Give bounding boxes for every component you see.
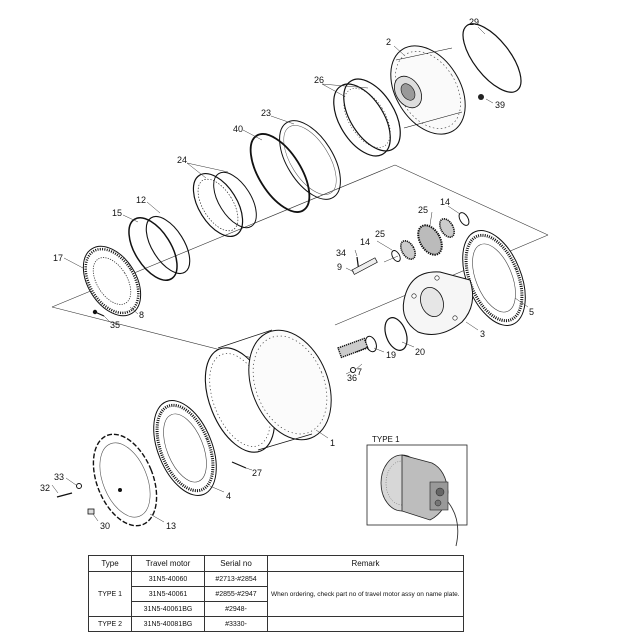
callout-33: 33 (54, 472, 64, 482)
callout-14-lower: 14 (360, 237, 370, 247)
callout-14-upper: 14 (440, 197, 450, 207)
table-row: TYPE 2 31N5-40081BG #3330- (88, 616, 464, 632)
part-36-ring[interactable] (350, 367, 356, 373)
part-27-pin[interactable] (231, 461, 247, 469)
callout-40: 40 (233, 124, 243, 134)
part-7-sun-gear[interactable] (337, 337, 369, 359)
cell-travel-motor: 31N5-40061BG (131, 601, 205, 617)
part-14-washer-b[interactable] (457, 211, 471, 227)
cell-travel-motor: 31N5-40061 (131, 586, 205, 602)
type1-inset[interactable]: TYPE 1 (366, 435, 468, 547)
callout-17: 17 (53, 253, 63, 263)
part-15-ring[interactable] (119, 210, 187, 288)
part-26-bearings[interactable] (322, 69, 412, 165)
cell-serial-no: #2948- (204, 601, 268, 617)
callout-12: 12 (136, 195, 146, 205)
inset-title: TYPE 1 (372, 435, 400, 444)
table-header-row: Type Travel motor Serial no Remark (88, 555, 464, 572)
callout-9: 9 (337, 262, 342, 272)
callout-24: 24 (177, 155, 187, 165)
part-12-ring[interactable] (137, 209, 198, 280)
cell-travel-motor: 31N5-40081BG (131, 616, 205, 632)
callout-4: 4 (226, 491, 231, 501)
part-17-ring-gear[interactable] (72, 236, 153, 326)
part-32-bolt[interactable] (56, 492, 73, 498)
callout-23: 23 (261, 108, 271, 118)
callout-5: 5 (529, 307, 534, 317)
inset-motor-image (380, 454, 459, 547)
part-24-bearing[interactable] (183, 165, 265, 245)
part-33-washer[interactable] (76, 483, 82, 489)
callout-35: 35 (110, 320, 120, 330)
cell-serial-no: #2713-#2854 (204, 571, 268, 587)
part-1-housing[interactable] (192, 318, 347, 462)
table-row: TYPE 1 31N5-40060 #2713-#2854 When order… (88, 571, 464, 617)
callout-8: 8 (139, 310, 144, 320)
cell-remark-empty (267, 616, 464, 632)
part-30-plug[interactable] (87, 508, 95, 515)
header-type: Type (88, 555, 132, 572)
callout-27: 27 (252, 468, 262, 478)
part-4-ring-gear[interactable] (141, 392, 229, 505)
callout-29: 29 (469, 17, 479, 27)
part-23-ring[interactable] (267, 110, 353, 209)
callout-36: 36 (347, 373, 357, 383)
callout-26: 26 (314, 75, 324, 85)
callout-39: 39 (495, 100, 505, 110)
callout-7: 7 (357, 367, 362, 377)
callout-25-lower: 25 (375, 229, 385, 239)
callout-1: 1 (330, 438, 335, 448)
part-40-oring[interactable] (239, 125, 321, 222)
part-3-carrier[interactable] (402, 271, 474, 335)
callout-30: 30 (100, 521, 110, 531)
callout-32: 32 (40, 483, 50, 493)
callout-25-upper: 25 (418, 205, 428, 215)
callout-15: 15 (112, 208, 122, 218)
table-row: 31N5-40061BG #2948- (89, 601, 464, 617)
part-39-plug[interactable] (478, 94, 484, 100)
callout-labels: 29 2 39 26 23 40 24 12 15 17 8 35 14 25 … (40, 17, 534, 531)
cell-travel-motor: 31N5-40060 (131, 571, 205, 587)
cell-serial-no: #2855-#2947 (204, 586, 268, 602)
part-9-shaft[interactable] (351, 257, 378, 275)
callout-19: 19 (386, 350, 396, 360)
part-20-plate[interactable] (381, 315, 411, 354)
header-serial-no: Serial no (204, 555, 268, 572)
part-2-cover[interactable] (375, 32, 480, 147)
callout-2: 2 (386, 37, 391, 47)
part-25-gear-b[interactable] (413, 216, 457, 259)
callout-13: 13 (166, 521, 176, 531)
header-remark: Remark (267, 555, 464, 572)
travel-motor-table: Type Travel motor Serial no Remark TYPE … (88, 555, 464, 632)
callout-20: 20 (415, 347, 425, 357)
callout-34: 34 (336, 248, 346, 258)
callout-3: 3 (480, 329, 485, 339)
cell-remark: When ordering, check part no of travel m… (267, 571, 464, 617)
table-row: 31N5-40061 #2855-#2947 (89, 586, 464, 602)
cell-serial-no: #3330- (204, 616, 268, 632)
cell-type: TYPE 1 (88, 571, 132, 617)
part-25-gear-a[interactable] (398, 238, 418, 261)
part-29-oring[interactable] (453, 15, 532, 102)
part-14-washer-a[interactable] (390, 249, 402, 263)
part-35-bolt[interactable] (92, 309, 105, 317)
cell-type: TYPE 2 (88, 616, 132, 632)
header-travel-motor: Travel motor (131, 555, 205, 572)
part-13-plate[interactable] (81, 425, 169, 535)
leader-lines (51, 26, 529, 523)
